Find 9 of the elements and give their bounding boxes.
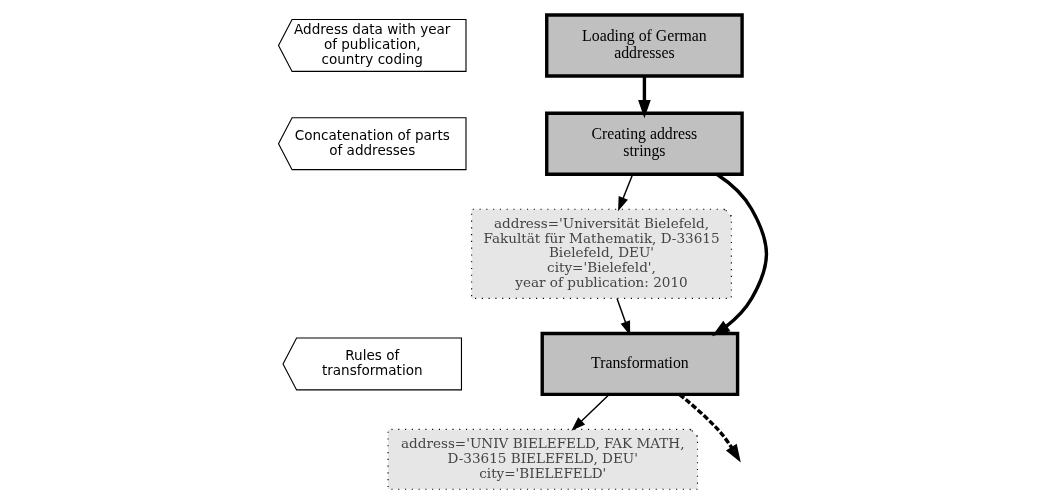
arrow xyxy=(617,173,633,212)
arrow xyxy=(615,297,630,336)
arrow xyxy=(637,76,651,119)
node-box: Loading of German addresses xyxy=(544,13,744,78)
arrow xyxy=(570,393,610,431)
node-box: Creating address strings xyxy=(544,111,744,176)
node-box: Transformation xyxy=(540,331,739,397)
arrow xyxy=(678,393,741,463)
arrow xyxy=(711,172,768,337)
